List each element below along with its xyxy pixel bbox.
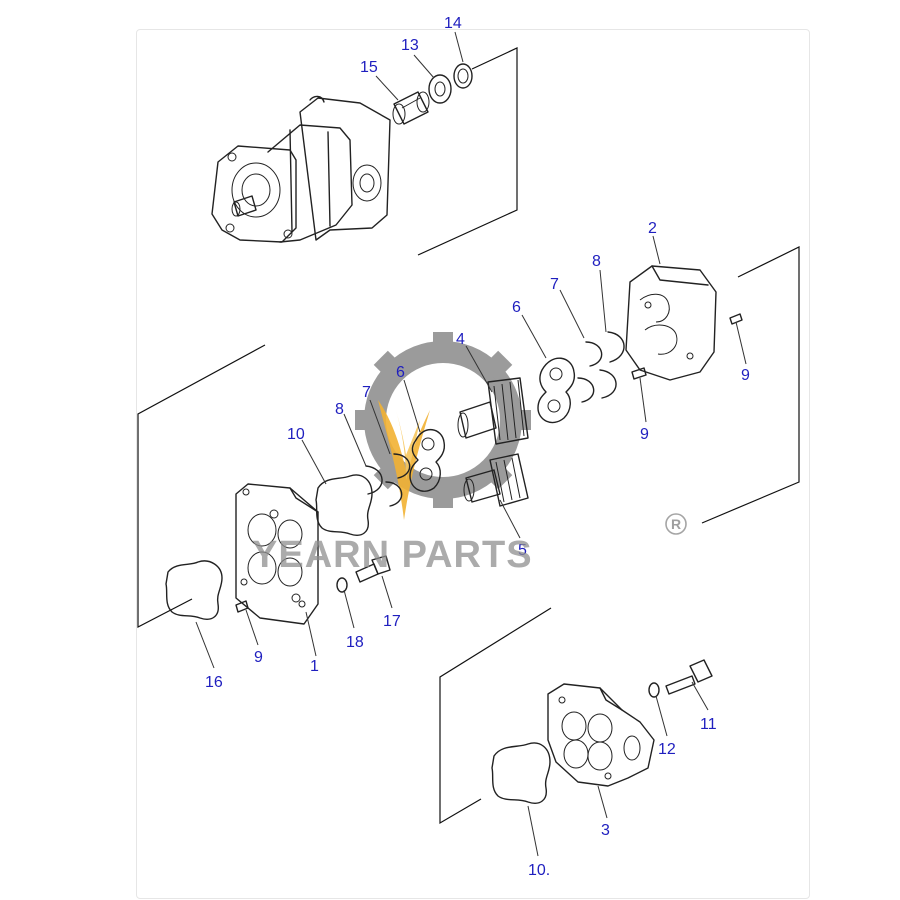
snap-ring-part <box>453 63 473 89</box>
gear-case-part <box>625 265 717 381</box>
callout-7: 7 <box>362 384 371 401</box>
callout-15: 15 <box>360 59 378 76</box>
callout-14: 14 <box>444 15 462 32</box>
callout-2: 2 <box>648 220 657 237</box>
plug-part <box>355 555 391 583</box>
callout-9: 9 <box>254 649 263 666</box>
callout-17: 17 <box>383 613 401 630</box>
bottom-assembly-frame <box>439 607 552 825</box>
leader-lines <box>195 31 747 857</box>
registered-mark-text: R <box>671 516 681 532</box>
pump-assembly <box>211 95 391 243</box>
watermark-brand: YEARN PARTS R <box>252 513 687 576</box>
washer-part <box>648 682 660 698</box>
middle-assembly-frame <box>137 246 800 628</box>
callout-13: 13 <box>401 37 419 54</box>
drive-gear-part <box>457 377 529 445</box>
gasket-part <box>491 742 551 804</box>
bushing-plate-part <box>409 429 446 492</box>
needle-bearing-part <box>392 91 430 125</box>
gasket-part <box>165 560 223 620</box>
flame-icon <box>378 400 430 520</box>
gear-icon <box>355 332 531 508</box>
callout-6: 6 <box>512 299 521 316</box>
callout-12: 12 <box>658 741 676 758</box>
driven-gear-part <box>463 453 529 507</box>
backup-ring-part <box>599 331 625 399</box>
seal-part <box>385 453 411 507</box>
callout-9: 9 <box>640 426 649 443</box>
seal-part <box>577 341 603 403</box>
callout-1: 1 <box>310 658 319 675</box>
callout-10: 10. <box>528 862 550 879</box>
top-assembly-frame <box>417 47 518 256</box>
watermark-logo <box>355 332 531 520</box>
watermark-brand-text: YEARN PARTS <box>252 534 533 576</box>
callout-9: 9 <box>741 367 750 384</box>
callout-18: 18 <box>346 634 364 651</box>
gasket-part <box>315 474 373 536</box>
callout-7: 7 <box>550 276 559 293</box>
bearing-part <box>428 74 452 104</box>
callout-4: 4 <box>456 331 465 348</box>
rear-cover-part <box>547 683 655 787</box>
bolt-part <box>665 659 713 695</box>
callout-16: 16 <box>205 674 223 691</box>
callout-8: 8 <box>335 401 344 418</box>
front-cover-part <box>235 483 319 625</box>
callout-10: 10 <box>287 426 305 443</box>
callout-11: 11 <box>700 716 717 733</box>
callout-3: 3 <box>601 822 610 839</box>
callout-6: 6 <box>396 364 405 381</box>
bushing-plate-part <box>537 357 576 424</box>
callout-labels: 14 13 15 2 8 7 6 9 9 4 6 7 8 10 5 17 18 … <box>205 15 750 879</box>
diagram-panel <box>136 29 810 899</box>
registered-mark-icon <box>665 513 687 535</box>
washer-part <box>336 577 348 593</box>
callout-8: 8 <box>592 253 601 270</box>
callout-5: 5 <box>518 542 527 559</box>
